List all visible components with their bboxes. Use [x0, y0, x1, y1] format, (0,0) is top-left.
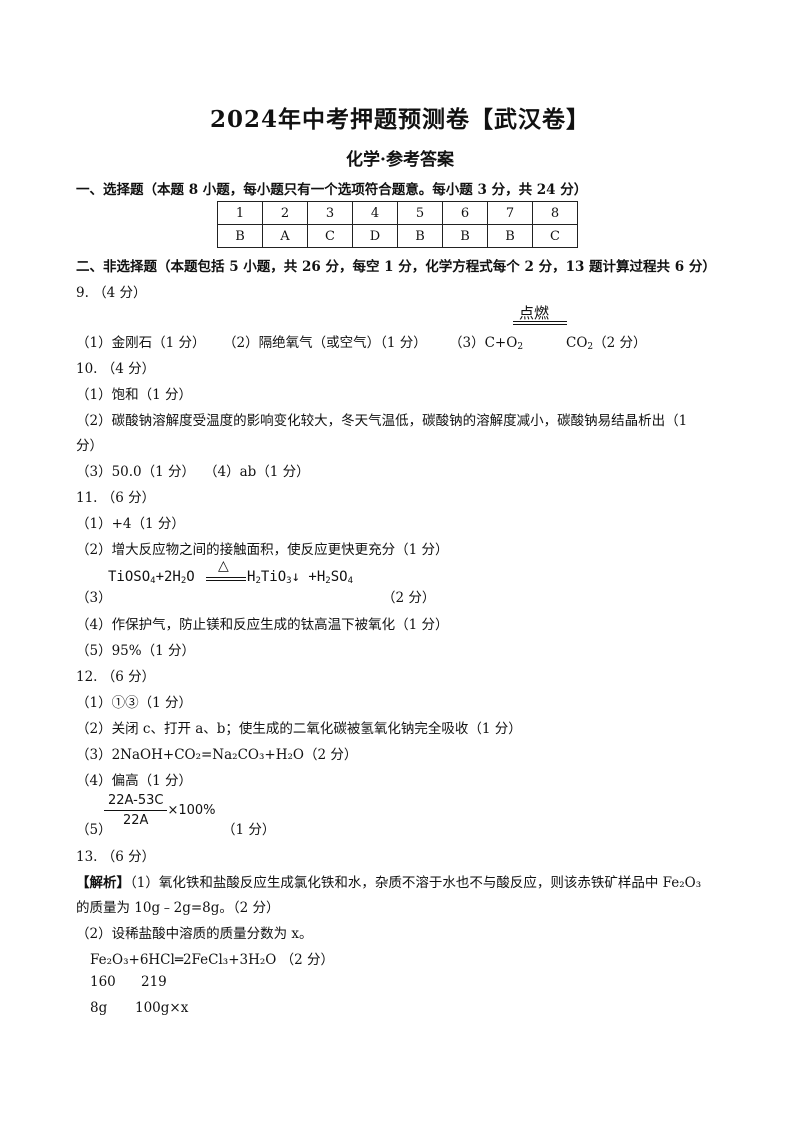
q10-answer-2-line1: （2）碳酸钠溶解度受温度的影响变化较大，冬天气温低，碳酸钠的溶解度减小，碳酸钠易…: [76, 413, 688, 429]
q12-heading: 12. （6 分）: [76, 669, 156, 685]
section2-heading: 二、非选择题（本题包括 5 小题，共 26 分，每空 1 分，化学方程式每个 2…: [76, 259, 716, 275]
q12-answer-5-score: （1 分）: [222, 822, 276, 838]
q13-analysis-line2: 的质量为 10g﹣2g=8g。（2 分）: [76, 900, 280, 916]
q13-heading: 13. （6 分）: [76, 849, 156, 865]
table-cell: B: [487, 224, 533, 248]
q9-answer-3-product: CO2（2 分）: [566, 335, 647, 352]
q9-answer-3: （3）C+O2: [449, 335, 524, 352]
fraction-numerator: 22A-53C: [104, 793, 168, 811]
fraction-multiplier: ×100%: [167, 803, 216, 818]
q11-answer-3-label: （3）: [76, 590, 112, 606]
table-cell: 5: [397, 201, 443, 225]
q10-answer-1: （1）饱和（1 分）: [76, 387, 192, 403]
table-cell: C: [532, 224, 578, 248]
q11-answer-4: （4）作保护气，防止镁和反应生成的钛高温下被氧化（1 分）: [76, 617, 449, 633]
analysis-tag: 【解析】: [76, 875, 130, 891]
q13-mass-2a: 8g: [90, 1000, 108, 1016]
q10-heading: 10. （4 分）: [76, 361, 156, 377]
q9-condition: 点燃: [519, 304, 550, 322]
q12-answer-4: （4）偏高（1 分）: [76, 773, 192, 789]
q11-answer-1: （1）+4（1 分）: [76, 516, 185, 532]
q11-heading: 11. （6 分）: [76, 490, 156, 506]
q9-equals-line-bottom: [513, 324, 567, 325]
q13-mass-2b: 100g×x: [135, 1000, 189, 1016]
table-cell: C: [307, 224, 353, 248]
q11-condition: △: [218, 558, 229, 574]
fraction-denominator: 22A: [123, 813, 149, 828]
table-row-answers: B A C D B B B C: [217, 224, 578, 248]
q13-equation: Fe₂O₃+6HCl═2FeCl₃+3H₂O （2 分）: [90, 952, 335, 968]
q9-answer-2: （2）隔绝氧气（或空气）（1 分）: [223, 335, 427, 351]
table-cell: 7: [487, 201, 533, 225]
table-cell: 4: [352, 201, 398, 225]
q13-answer-2: （2）设稀盐酸中溶质的质量分数为 x。: [76, 926, 313, 942]
table-cell: D: [352, 224, 398, 248]
table-cell: A: [262, 224, 308, 248]
q12-answer-3: （3）2NaOH+CO₂=Na₂CO₃+H₂O（2 分）: [76, 747, 358, 763]
q9-equals-line-top: [513, 321, 567, 322]
page-subtitle: 化学·参考答案: [346, 150, 454, 170]
q12-fraction: 22A-53C 22A ×100%: [104, 793, 216, 828]
q12-answer-2: （2）关闭 c、打开 a、b；使生成的二氧化碳被氢氧化钠完全吸收（1 分）: [76, 721, 522, 737]
table-row-numbers: 1 2 3 4 5 6 7 8: [217, 201, 578, 225]
q10-answer-2-line2: 分）: [76, 438, 103, 454]
q11-answer-2: （2）增大反应物之间的接触面积，使反应更快更充分（1 分）: [76, 542, 449, 558]
q11-answer-5: （5）95%（1 分）: [76, 643, 195, 659]
q10-answer-3: （3）50.0（1 分）: [76, 464, 196, 480]
q10-answer-4: （4）ab（1 分）: [204, 464, 310, 480]
q12-answer-5-label: （5）: [76, 822, 112, 838]
table-cell: B: [442, 224, 488, 248]
q11-answer-3-score: （2 分）: [382, 590, 436, 606]
q11-equation: TiOSO4+2H2O: [108, 569, 195, 586]
table-cell: 1: [217, 201, 263, 225]
q13-mass-1b: 219: [141, 974, 167, 990]
q11-equals-line-bottom: [206, 580, 246, 581]
q11-equals-line-top: [206, 577, 246, 578]
table-cell: 8: [532, 201, 578, 225]
table-cell: B: [217, 224, 263, 248]
answer-table: 1 2 3 4 5 6 7 8 B A C D B B B C: [217, 201, 578, 248]
q11-equation-right: H2TiO3↓ +H2SO4: [247, 569, 353, 586]
page-title: 2024年中考押题预测卷【武汉卷】: [209, 106, 590, 133]
table-cell: 6: [442, 201, 488, 225]
q13-analysis-line1: 【解析】（1）氧化铁和盐酸反应生成氯化铁和水，杂质不溶于水也不与酸反应，则该赤铁…: [76, 875, 702, 891]
table-cell: B: [397, 224, 443, 248]
q9-answer-1: （1）金刚石（1 分）: [76, 335, 206, 351]
section1-heading: 一、选择题（本题 8 小题，每小题只有一个选项符合题意。每小题 3 分，共 24…: [76, 182, 588, 198]
table-cell: 3: [307, 201, 353, 225]
table-cell: 2: [262, 201, 308, 225]
q12-answer-1: （1）①③（1 分）: [76, 695, 192, 711]
q9-heading: 9. （4 分）: [76, 285, 147, 301]
q13-mass-1a: 160: [90, 974, 116, 990]
